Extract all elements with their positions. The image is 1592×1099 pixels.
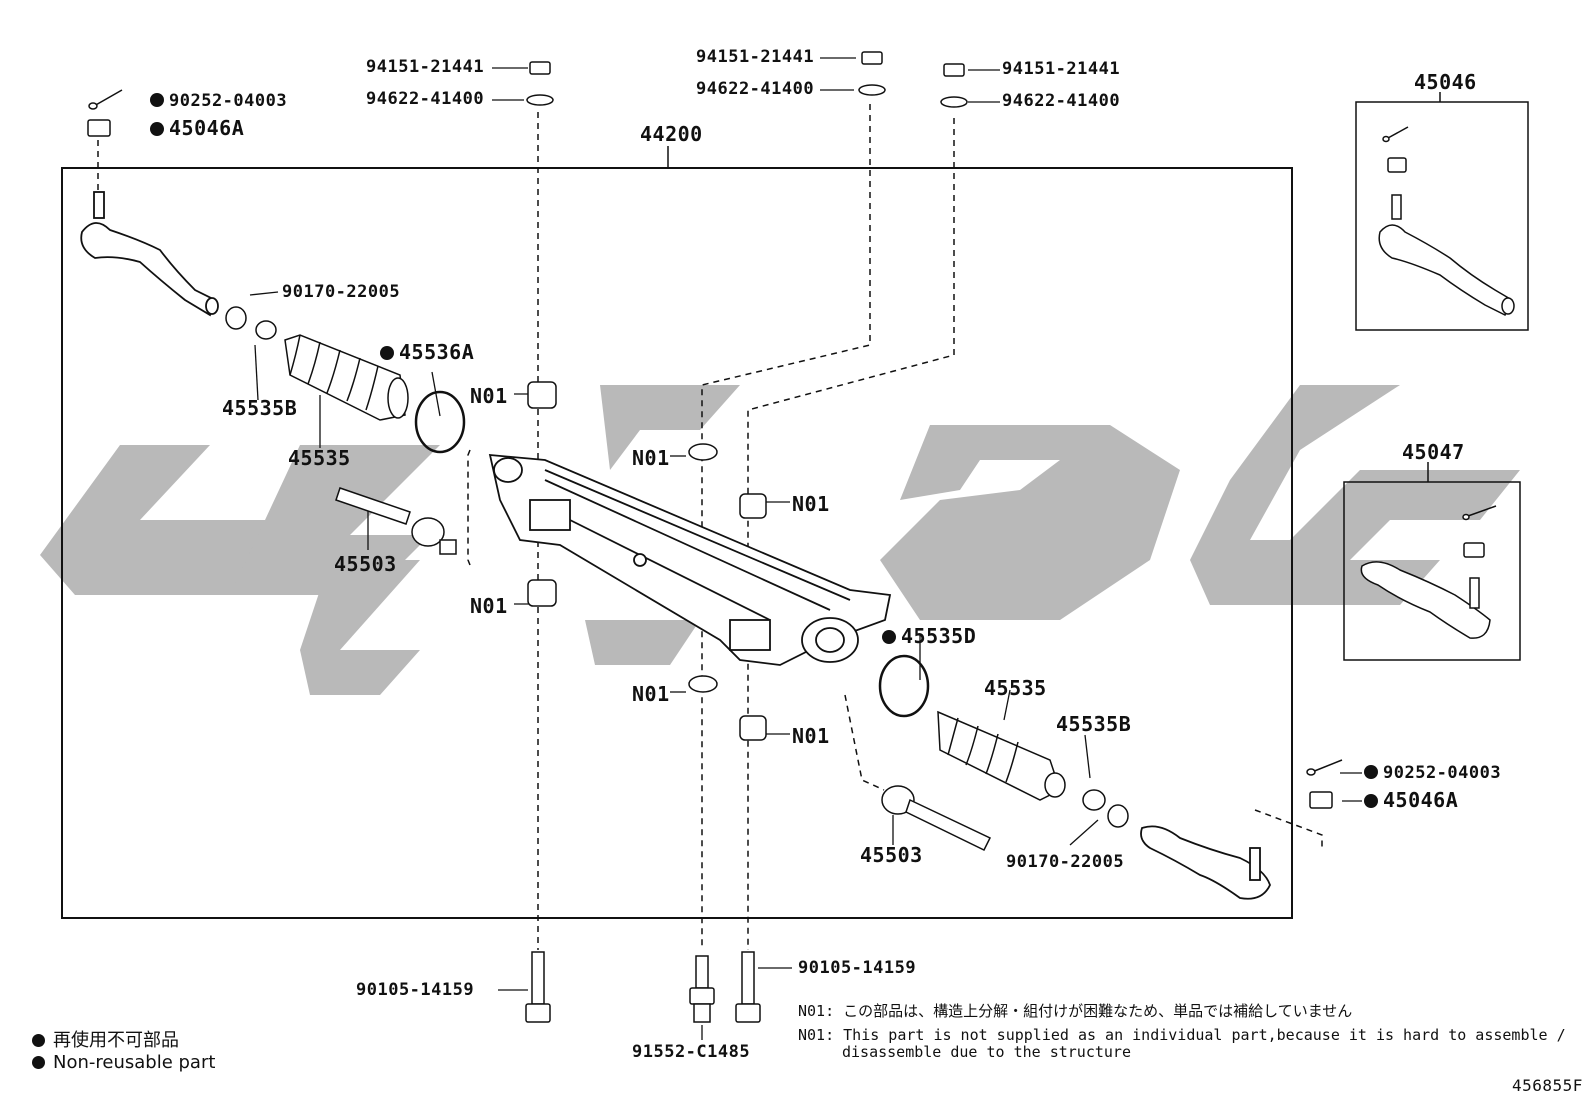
note-en-line1: N01: This part is not supplied as an ind… <box>798 1026 1566 1044</box>
left-inner-tie-rod <box>335 487 457 555</box>
callout-cotter-pin-right: 90252-04003 <box>1364 763 1501 783</box>
callout-grommet-4: N01 <box>470 594 508 618</box>
nut-washer-set <box>526 51 968 108</box>
callout-grommet-2: N01 <box>632 446 670 470</box>
non-reusable-dot-icon <box>1364 794 1378 808</box>
callout-tie-rod-right: 45503 <box>860 843 923 867</box>
left-boot-clamp <box>414 390 466 454</box>
callout-tie-rod-left: 45503 <box>334 552 397 576</box>
right-inner-tie-rod <box>881 785 992 851</box>
non-reusable-dot-icon <box>32 1056 45 1069</box>
assembly-label: 44200 <box>640 122 703 146</box>
non-reusable-dot-icon <box>1364 765 1378 779</box>
right-boot <box>937 710 1066 801</box>
callout-boot-clamp-right: 45535D <box>882 624 976 648</box>
callout-clamp-right: 45535B <box>1056 712 1132 736</box>
right-clip <box>1082 789 1129 828</box>
callout-clip-right: 90170-22005 <box>1006 852 1125 872</box>
callout-washer-top-right: 94622-41400 <box>1002 91 1121 111</box>
callout-bolt-bottom-right: 90105-14159 <box>798 958 917 978</box>
right-boot-clamp <box>878 654 930 718</box>
left-nut-pin <box>87 89 123 137</box>
non-reusable-dot-icon <box>150 93 164 107</box>
callout-bolt-bottom-left: 90105-14159 <box>356 980 475 1000</box>
inset-45047-part <box>1360 505 1497 639</box>
callout-grommet-5: N01 <box>632 682 670 706</box>
assembly-frame <box>61 167 1293 919</box>
callout-bolt-nut-top-mid: 94151-21441 <box>696 47 815 67</box>
non-reusable-dot-icon <box>380 346 394 360</box>
left-tie-rod-end <box>80 191 219 317</box>
leader-lines <box>249 57 1362 1040</box>
callout-cotter-pin-left: 90252-04003 <box>150 91 287 111</box>
callout-bolt-bottom-mid: 91552-C1485 <box>632 1042 751 1062</box>
inset-label-45046: 45046 <box>1414 70 1477 94</box>
callout-bolt-nut-top-left: 94151-21441 <box>366 57 485 77</box>
inset-label-45047: 45047 <box>1402 440 1465 464</box>
left-clip <box>225 306 277 340</box>
non-reusable-dot-icon <box>150 122 164 136</box>
callout-bolt-nut-top-right: 94151-21441 <box>1002 59 1121 79</box>
bottom-bolts <box>525 951 761 1023</box>
note-jp: N01: この部品は、構造上分解・組付けが困難なため、単品では補給していません <box>798 1002 1353 1020</box>
inset-frame-45046 <box>1355 101 1529 331</box>
callout-nut-left: 45046A <box>150 116 244 140</box>
grommets <box>527 381 767 741</box>
callout-washer-top-mid: 94622-41400 <box>696 79 815 99</box>
callout-grommet-6: N01 <box>792 724 830 748</box>
callout-clamp-left: 45535B <box>222 396 298 420</box>
callout-boot-right: 45535 <box>984 676 1047 700</box>
non-reusable-dot-icon <box>32 1034 45 1047</box>
callout-grommet-3: N01 <box>792 492 830 516</box>
right-tie-rod-end <box>1140 825 1271 900</box>
left-boot <box>284 334 409 421</box>
right-nut-pin <box>1306 759 1343 809</box>
legend-jp: 再使用不可部品 <box>32 1026 179 1052</box>
legend-en: Non-reusable part <box>32 1052 215 1073</box>
steering-rack <box>488 453 892 666</box>
non-reusable-dot-icon <box>882 630 896 644</box>
inset-45046-part <box>1378 126 1515 317</box>
note-en-line2: disassemble due to the structure <box>842 1043 1131 1061</box>
diagram-id: 456855F <box>1512 1076 1583 1095</box>
callout-washer-top-left: 94622-41400 <box>366 89 485 109</box>
callout-nut-right: 45046A <box>1364 788 1458 812</box>
callout-boot-left: 45535 <box>288 446 351 470</box>
callout-boot-clamp-left: 45536A <box>380 340 474 364</box>
callout-grommet-1: N01 <box>470 384 508 408</box>
callout-clip-left: 90170-22005 <box>282 282 401 302</box>
watermark <box>40 385 1520 695</box>
inset-frame-45047 <box>1343 481 1521 661</box>
